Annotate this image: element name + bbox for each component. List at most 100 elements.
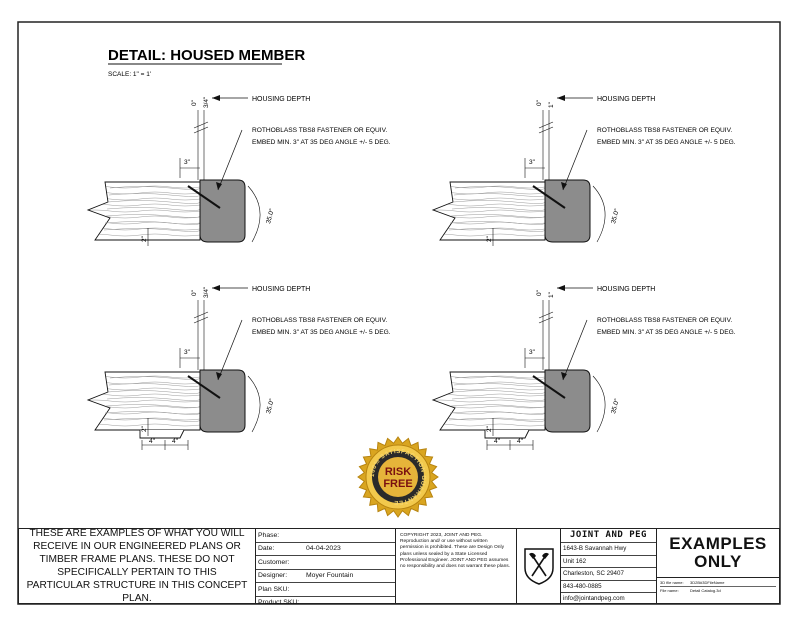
wood-grain-line: [107, 200, 201, 204]
dim-4-inch: 4": [149, 438, 156, 445]
dim-4-inch: 4": [517, 438, 524, 445]
fastener-note-line1: ROTHOBLASS TBS8 FASTENER OR EQUIV.: [252, 317, 387, 324]
fastener-screw: [187, 185, 221, 209]
notch-outline: [484, 429, 530, 439]
customer-label: Customer:: [258, 558, 290, 566]
housing-depth-label: HOUSING DEPTH: [597, 286, 655, 293]
wood-grain-line: [104, 221, 201, 225]
dim-tick: [193, 126, 209, 134]
fastener-note-line2: EMBED MIN. 3" AT 35 DEG ANGLE +/- 5 DEG.: [252, 329, 391, 336]
dim-3-inch: 3": [184, 159, 191, 166]
wood-grain-line: [109, 186, 201, 190]
wood-grain-line: [103, 418, 201, 422]
dim-2-inch: 2": [486, 235, 493, 242]
file-name-value: Detail Catalog.3d: [690, 588, 721, 593]
file-no-value: 3D2B#3DFileName: [690, 580, 725, 585]
arrowhead: [212, 95, 220, 101]
fastener-leader: [562, 319, 588, 381]
date-value: 04-04-2023: [306, 545, 341, 553]
dim-2-inch: 2": [141, 235, 148, 242]
product-sku-row: Product SKU:: [256, 597, 395, 610]
wood-grain-line: [454, 186, 546, 190]
dim-2-inch: 2": [486, 425, 493, 432]
fastener-note-line1: ROTHOBLASS TBS8 FASTENER OR EQUIV.: [597, 127, 732, 134]
housed-member-view: 0" 3/4" HOUSING DEPTH ROTHOBLASS TBS8 FASTE…: [86, 285, 391, 450]
wood-grain-line: [450, 404, 546, 408]
arrowhead: [216, 372, 222, 380]
arrowhead: [557, 285, 565, 291]
designer-value: Moyer Fountain: [306, 572, 354, 580]
housed-post: [199, 179, 246, 243]
phase-label: Phase:: [258, 531, 280, 539]
angle-arc: [247, 185, 261, 243]
fastener-leader: [217, 129, 243, 191]
wood-grain-line: [451, 397, 546, 401]
wood-grain-line: [103, 228, 201, 232]
dim-housing-depth: 3/4": [203, 286, 210, 298]
file-no-label: 3D file name:: [660, 580, 684, 585]
wood-grain-line: [448, 418, 546, 422]
dim-3-inch: 3": [529, 159, 536, 166]
detail-scale: SCALE: 1" = 1': [108, 71, 151, 78]
angle-arc: [592, 375, 606, 433]
fastener-note-line1: ROTHOBLASS TBS8 FASTENER OR EQUIV.: [252, 127, 387, 134]
dim-tick: [538, 316, 554, 324]
wood-grain-line: [453, 193, 546, 197]
company-address2: Unit 162: [561, 556, 656, 569]
plan-sku-label: Plan SKU:: [258, 585, 290, 593]
project-fields: Phase: Date: 04-04-2023 Customer: Designe…: [256, 529, 396, 606]
dim-zero: 0": [191, 289, 198, 296]
dim-zero: 0": [536, 289, 543, 296]
wood-grain-line: [108, 193, 201, 197]
phase-row: Phase:: [256, 529, 395, 543]
wood-grain-line: [106, 397, 201, 401]
customer-row: Customer:: [256, 556, 395, 570]
designer-label: Designer:: [258, 572, 288, 580]
logo: [517, 529, 561, 603]
wood-grain-line: [449, 411, 546, 415]
wood-grain-line: [452, 200, 546, 204]
wood-grain-line: [107, 390, 201, 394]
dim-housing-depth: 1": [548, 291, 555, 298]
seal-line2: FREE: [383, 478, 412, 490]
title-block: THESE ARE EXAMPLES OF WHAT YOU WILL RECE…: [18, 528, 780, 606]
wood-grain-line: [450, 214, 546, 218]
examples-line1: EXAMPLES: [669, 534, 767, 553]
arrowhead: [561, 372, 567, 380]
date-label: Date:: [258, 545, 275, 553]
wood-grain-line: [453, 383, 546, 387]
company-phone: 843-480-0885: [561, 581, 656, 594]
housed-member-view: 0" 1" HOUSING DEPTH ROTHOBLASS TBS8 FASTENE…: [431, 285, 736, 450]
angle-arc: [592, 185, 606, 243]
dim-housing-depth: 1": [548, 101, 555, 108]
dim-angle: 35.0°: [609, 397, 621, 414]
arrowhead: [561, 182, 567, 190]
fastener-note-line1: ROTHOBLASS TBS8 FASTENER OR EQUIV.: [597, 317, 732, 324]
housed-post: [544, 179, 591, 243]
product-sku-label: Product SKU:: [258, 599, 300, 607]
notch-outline: [139, 429, 185, 439]
dim-tick: [538, 311, 554, 319]
wood-grain-line: [105, 404, 201, 408]
wood-grain-line: [449, 221, 546, 225]
fastener-screw: [532, 375, 566, 399]
wood-grain-line: [454, 376, 546, 380]
disclaimer-text: THESE ARE EXAMPLES OF WHAT YOU WILL RECE…: [19, 528, 256, 604]
examples-line2: ONLY: [694, 552, 742, 571]
fastener-screw: [532, 185, 566, 209]
fastener-note-line2: EMBED MIN. 3" AT 35 DEG ANGLE +/- 5 DEG.: [252, 139, 391, 146]
dim-tick: [538, 126, 554, 134]
housing-depth-label: HOUSING DEPTH: [252, 286, 310, 293]
wood-grain-line: [104, 411, 201, 415]
wood-grain-line: [105, 214, 201, 218]
fastener-note-line2: EMBED MIN. 3" AT 35 DEG ANGLE +/- 5 DEG.: [597, 139, 736, 146]
dim-angle: 35.0°: [264, 207, 276, 224]
company-info: JOINT AND PEG 1643-B Savannah Hwy Unit 1…: [561, 529, 657, 603]
housing-depth-label: HOUSING DEPTH: [252, 96, 310, 103]
arrowhead: [216, 182, 222, 190]
dim-3-inch: 3": [529, 349, 536, 356]
detail-views: 0" 3/4" HOUSING DEPTH ROTHOBLASS TBS8 FASTE…: [86, 95, 736, 450]
company-email[interactable]: info@jointandpeg.com: [563, 595, 625, 603]
